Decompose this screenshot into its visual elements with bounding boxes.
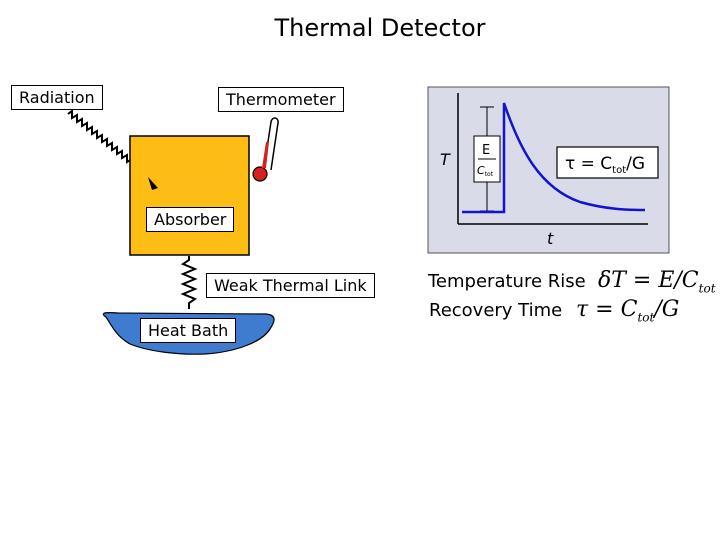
heat-bath-label: Heat Bath xyxy=(140,318,237,343)
plot-x-label: t xyxy=(547,229,554,248)
radiation-label: Radiation xyxy=(11,85,103,110)
plot-y-label: T xyxy=(440,150,451,169)
pulse-numerator: E xyxy=(482,143,490,158)
temperature-rise-equation: δT = E/Ctot xyxy=(598,268,716,296)
recovery-time-equation: τ = Ctot/G xyxy=(576,297,680,325)
pulse-denominator: Ctot xyxy=(477,164,494,178)
thermometer-icon xyxy=(252,117,279,182)
radiation-wave-icon xyxy=(67,109,137,168)
tau-formula: τ = Ctot/G xyxy=(565,154,645,176)
radiation-arrowhead-icon xyxy=(148,177,158,190)
recovery-time-label: Recovery Time xyxy=(429,300,563,321)
absorber-block xyxy=(129,135,250,256)
weak-link-spring-icon xyxy=(180,256,198,309)
thermometer-label: Thermometer xyxy=(218,87,344,112)
temperature-rise-label: Temperature Rise xyxy=(428,271,586,292)
absorber-label: Absorber xyxy=(146,207,235,232)
weak-link-label: Weak Thermal Link xyxy=(206,273,375,298)
slide-title: Thermal Detector xyxy=(274,14,486,42)
temperature-response-curve xyxy=(462,102,646,214)
tau-box xyxy=(556,146,659,179)
